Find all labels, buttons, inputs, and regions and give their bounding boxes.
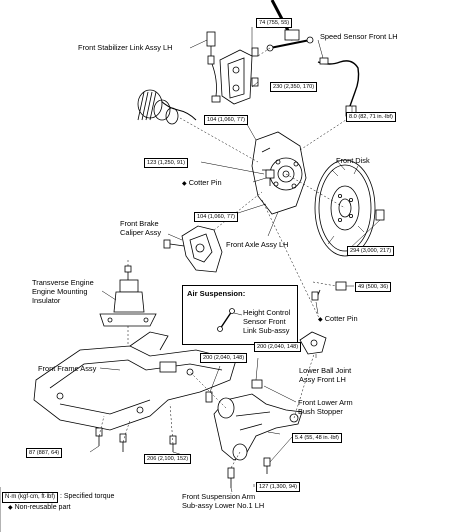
height-control-line-3: Link Sub-assy [243,326,290,335]
torque-200-right: 200 (2,040, 148) [254,342,302,352]
torque-200-left: 200 (2,040, 148) [200,353,248,363]
drive-shaft [137,89,197,125]
suspension-arm-line-1: Front Suspension Arm [182,492,256,501]
lower-ball-joint-label: Lower Ball Joint Assy Front LH [299,366,351,384]
air-suspension-title: Air Suspension: [187,289,246,298]
torque-8: 8.0 (82, 71 in.·lbf) [346,112,396,122]
torque-74: 74 (755, 55) [256,18,293,28]
legend-unit-box: N·m (kgf·cm, ft·lbf) [2,492,58,503]
speed-sensor-label: Speed Sensor Front LH [320,32,398,41]
torque-294: 294 (3,000, 217) [347,246,395,256]
upper-tie-rod-nut [265,169,275,186]
engine-mount-part [99,265,157,327]
caliper-line-2: Caliper Assy [120,228,162,237]
cotter-pin-lower-label: ◆ Cotter Pin [318,314,358,325]
torque-127: 127 (1,300, 94) [256,482,300,492]
cotter-pin-upper-label: ◆ Cotter Pin [182,178,222,189]
torque-230: 230 (2,350, 170) [270,82,318,92]
torque-123: 123 (1,250, 91) [144,158,188,168]
bush-stopper-line-1: Front Lower Arm [298,398,353,407]
suspension-arm-label: Front Suspension Arm Sub-assy Lower No.1… [182,492,264,510]
height-control-line-1: Height Control [243,308,291,317]
height-control-sensor-label: Height Control Sensor Front Link Sub-ass… [243,308,290,335]
small-bolt-part [263,457,271,474]
lower-arm-part [213,393,303,461]
transverse-line-2: Engine Mounting [32,287,88,296]
steering-knuckle [251,131,307,215]
front-frame-assy-label: Front Frame Assy [38,364,97,373]
legend-nonreuse-desc: Non-reusable part [14,504,71,511]
ball-joint-part [299,281,347,355]
front-brake-caliper-label: Front Brake Caliper Assy [120,219,161,237]
torque-104-upper: 104 (1,060, 77) [204,115,248,125]
legend-nonreuse-icon: ◆ [8,505,13,511]
nonreuse-icon: ◆ [182,181,187,187]
cotter-pin-lower-text: Cotter Pin [324,314,358,323]
ball-joint-line-2: Assy Front LH [299,375,346,384]
bush-stopper-line-2: Bush Stopper [298,407,343,416]
transverse-line-3: Insulator [32,296,61,305]
torque-49: 49 (500, 36) [355,282,392,292]
cotter-pin-upper-text: Cotter Pin [188,178,222,187]
height-sensor-inset-drawing [217,308,243,332]
front-frame-part [33,331,237,431]
lower-arm-bush-stopper-label: Front Lower Arm Bush Stopper [298,398,353,416]
transverse-engine-mount-label: Transverse Engine Engine Mounting Insula… [32,278,94,305]
caliper-line-1: Front Brake [120,219,159,228]
brake-caliper-part [163,225,223,273]
torque-87: 87 (887, 64) [26,448,63,458]
nonreuse-icon-2: ◆ [318,317,323,323]
legend-unit-desc: : Specified torque [59,493,115,500]
stabilizer-link-part [206,31,221,103]
legend-torque: N·m (kgf·cm, ft·lbf) : Specified torque [2,492,114,503]
lower-arm-bolts [205,379,263,488]
torque-5-4: 5.4 (55, 48 in.·lbf) [292,433,342,443]
front-axle-assy-label: Front Axle Assy LH [226,240,289,249]
speed-sensor-part [317,57,360,117]
legend-nonreuse: ◆ Non-reusable part [8,503,71,513]
suspension-arm-line-2: Sub-assy Lower No.1 LH [182,501,265,510]
front-disk-part [314,159,385,257]
frame-bolts [95,427,177,452]
height-control-line-2: Sensor Front [243,317,286,326]
front-disk-label: Front Disk [336,156,370,165]
ball-joint-line-1: Lower Ball Joint [299,366,352,375]
front-stabilizer-link-label: Front Stabilizer Link Assy LH [78,43,173,52]
knuckle-bracket [219,47,259,105]
torque-206: 206 (2,100, 152) [144,454,192,464]
torque-104-lower: 104 (1,060, 77) [194,212,238,222]
transverse-line-1: Transverse Engine [32,278,94,287]
air-suspension-inset: Air Suspension: Height Control Sensor Fr… [182,285,298,345]
